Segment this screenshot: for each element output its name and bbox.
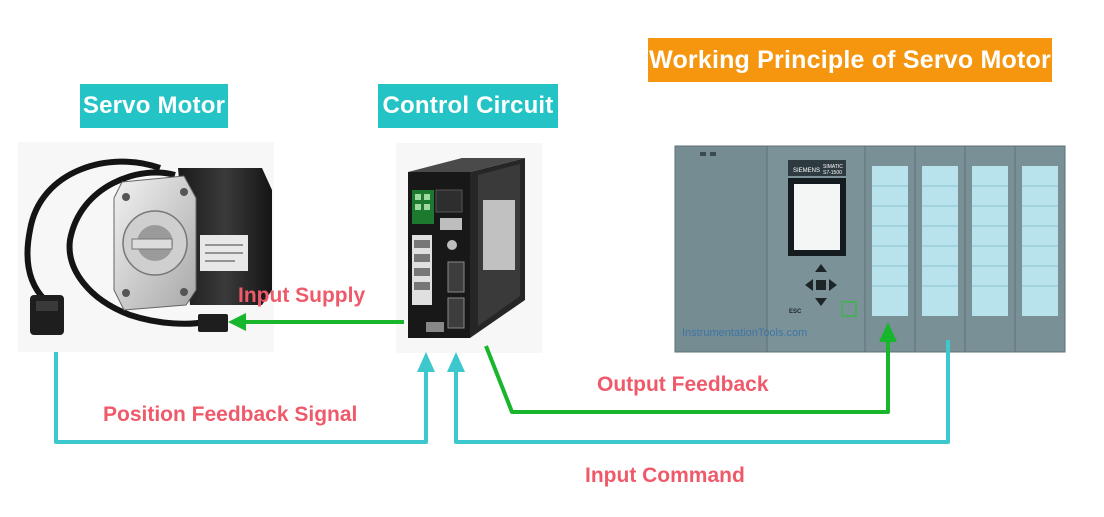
servo-motor-label: Servo Motor bbox=[80, 84, 228, 128]
plc-model-line1: SIMATIC bbox=[823, 164, 843, 170]
servo-motor-image bbox=[18, 142, 274, 352]
watermark-text: InstrumentationTools.com bbox=[682, 327, 807, 339]
arrow-input-supply bbox=[228, 313, 404, 331]
position-feedback-label: Position Feedback Signal bbox=[103, 403, 358, 426]
plc-brand-text: SIEMENS bbox=[793, 168, 820, 174]
input-command-label: Input Command bbox=[585, 464, 745, 487]
plc-model-line2: S7-1500 bbox=[823, 170, 842, 176]
plc-esc-text: ESC bbox=[789, 309, 802, 315]
plc-image: SIEMENS SIMATIC S7-1500 ESC Instrumentat… bbox=[674, 145, 1066, 353]
arrow-output-feedback bbox=[484, 322, 897, 414]
servo-drive-image bbox=[396, 143, 542, 353]
control-circuit-label: Control Circuit bbox=[378, 84, 558, 128]
input-supply-label: Input Supply bbox=[238, 284, 366, 307]
arrow-input-command bbox=[447, 340, 950, 444]
output-feedback-label: Output Feedback bbox=[597, 373, 769, 396]
arrow-position-feedback bbox=[54, 352, 435, 444]
title-banner: Working Principle of Servo Motor bbox=[648, 38, 1052, 82]
